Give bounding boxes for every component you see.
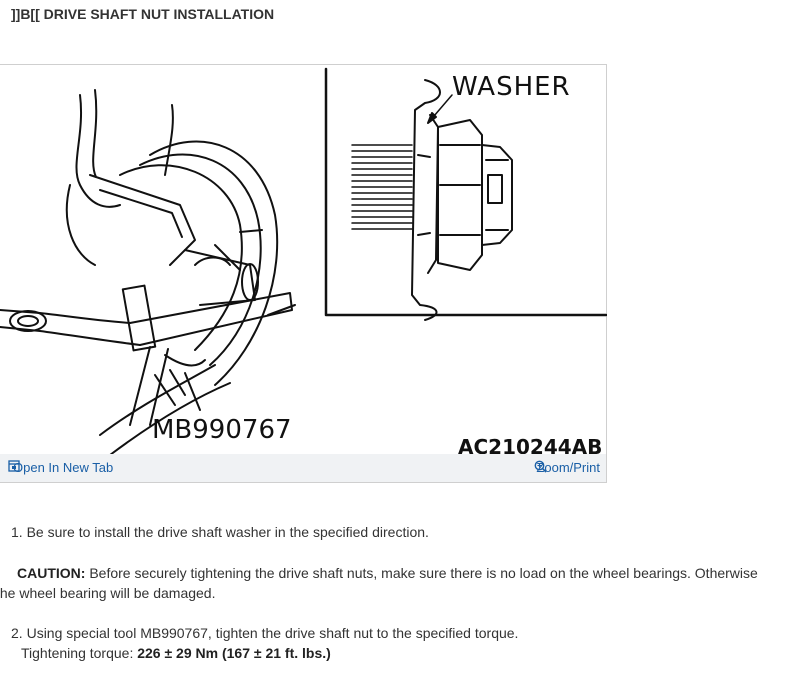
step-1-number: 1. xyxy=(11,524,23,540)
tool-label: MB990767 xyxy=(152,415,292,445)
inset-frame xyxy=(324,67,607,317)
knuckle-arm xyxy=(75,94,121,208)
washer-shape xyxy=(411,79,441,321)
figure-container: WASHER MB990767 AC210244AB Open In New T… xyxy=(0,64,607,483)
hub-disc xyxy=(149,140,279,386)
caution-text: Before securely tightening the drive sha… xyxy=(0,565,758,601)
zoom-print-link[interactable]: Zoom/Print xyxy=(534,460,600,475)
torque-value: 226 ± 29 Nm (167 ± 21 ft. lbs.) xyxy=(137,645,331,661)
zoom-print-label: Zoom/Print xyxy=(536,460,600,475)
washer-label: WASHER xyxy=(452,72,571,102)
nut-shape xyxy=(437,119,483,271)
open-in-new-tab-link[interactable]: Open In New Tab xyxy=(8,460,113,475)
page-title: ]]B[[ DRIVE SHAFT NUT INSTALLATION xyxy=(11,6,275,22)
step-1-text: Be sure to install the drive shaft washe… xyxy=(26,524,429,540)
tool-body xyxy=(99,364,216,436)
caution-label: CAUTION: xyxy=(17,565,86,581)
step-2-number: 2. xyxy=(11,625,23,641)
torque-label: Tightening torque: xyxy=(21,645,134,661)
step-2-text: Using special tool MB990767, tighten the… xyxy=(26,625,519,641)
step-2: 2. Using special tool MB990767, tighten … xyxy=(11,623,518,643)
caution-note: CAUTION: Before securely tightening the … xyxy=(0,563,776,603)
spline-shaft xyxy=(351,144,413,230)
open-in-new-tab-label: Open In New Tab xyxy=(13,460,114,475)
drive-shaft-illustration xyxy=(0,67,607,456)
figure-toolbar: Open In New Tab Zoom/Print xyxy=(0,454,606,482)
tightening-torque: Tightening torque: 226 ± 29 Nm (167 ± 21… xyxy=(21,643,331,663)
step-1: 1. Be sure to install the drive shaft wa… xyxy=(11,522,429,542)
